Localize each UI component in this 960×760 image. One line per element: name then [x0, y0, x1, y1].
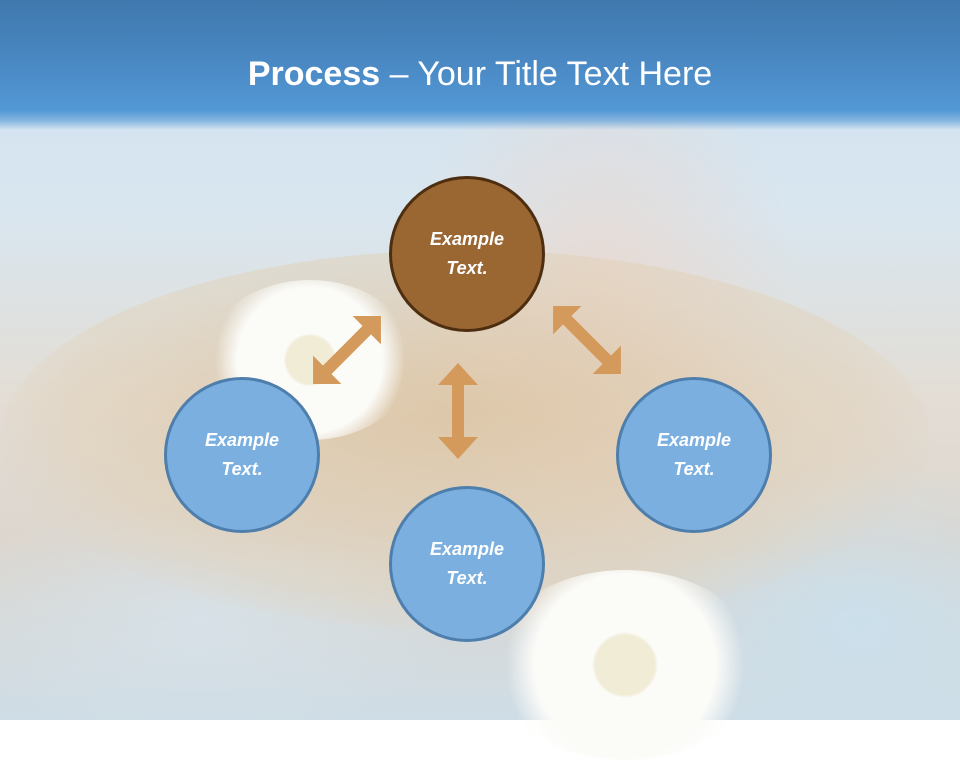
title-rest: – Your Title Text Here	[380, 55, 713, 93]
title-bar	[0, 0, 960, 130]
title-bold: Process	[247, 55, 381, 93]
double-arrow-icon[interactable]	[438, 363, 478, 459]
double-arrow-icon[interactable]	[299, 302, 395, 398]
arrows-layer	[299, 292, 635, 459]
slide-title[interactable]: Process – Your Title Text Here	[0, 52, 960, 96]
double-arrow-icon[interactable]	[539, 292, 635, 388]
